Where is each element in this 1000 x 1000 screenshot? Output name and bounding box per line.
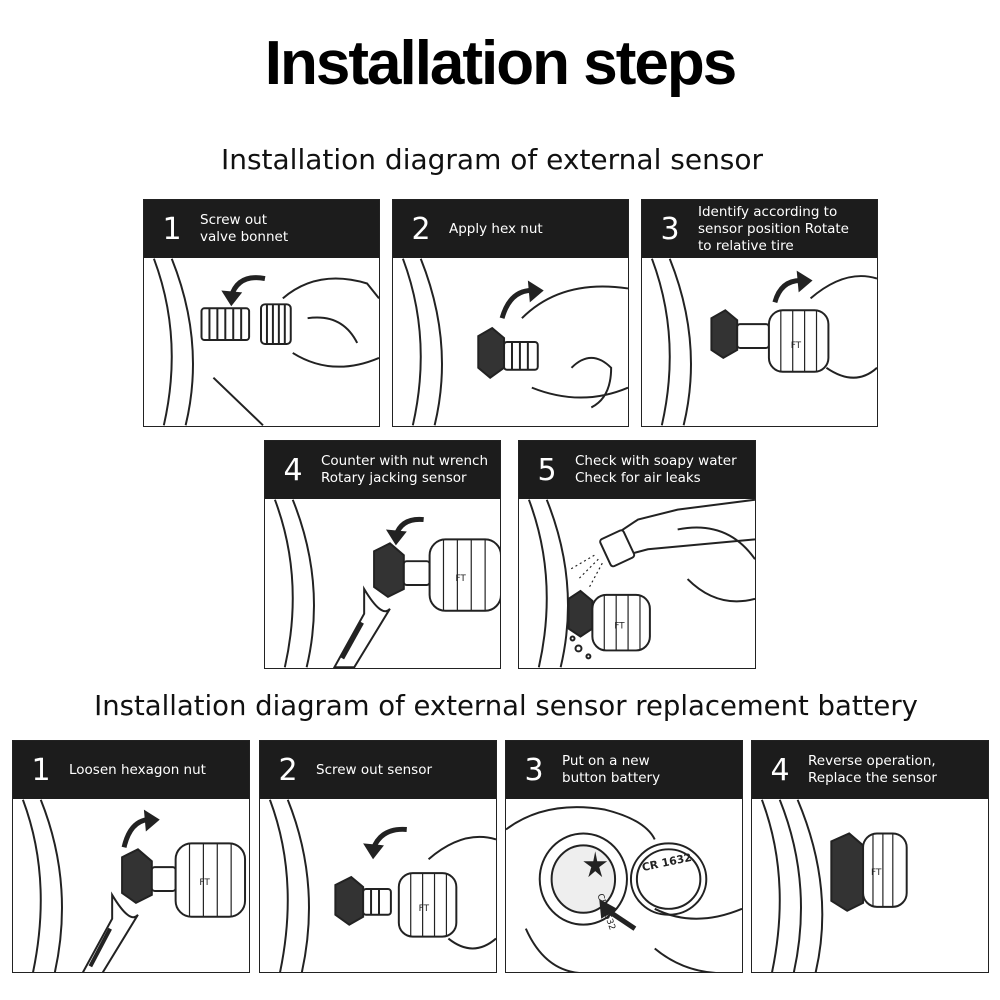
step-header: 4 Counter with nut wrench Rotary jacking…	[265, 441, 500, 499]
illustration-soapy-water-check: FT	[519, 499, 755, 668]
illustration-unscrew-valve-cap	[144, 258, 379, 426]
step-panel-install-3: 3 Identify according to sensor position …	[641, 199, 878, 427]
step-instruction: Screw out valve bonnet	[200, 212, 289, 245]
step-panel-battery-2: 2 Screw out sensor FT	[259, 740, 497, 973]
step-header: 3 Identify according to sensor position …	[642, 200, 877, 258]
sensor-label: FT	[419, 904, 430, 914]
step-number: 2	[411, 211, 431, 247]
step-number: 1	[162, 211, 182, 247]
step-number: 2	[278, 752, 298, 788]
step-header: 2 Screw out sensor	[260, 741, 496, 799]
step-panel-battery-4: 4 Reverse operation, Replace the sensor …	[751, 740, 989, 973]
illustration-wrench-tighten: FT	[265, 499, 500, 668]
spray-icon	[570, 554, 603, 590]
step-panel-install-2: 2 Apply hex nut	[392, 199, 629, 427]
page-title: Installation steps	[264, 29, 737, 98]
step-number: 3	[524, 752, 544, 788]
step-instruction: Screw out sensor	[316, 761, 433, 778]
step-number: 4	[283, 452, 303, 488]
step-header: 1 Loosen hexagon nut	[13, 741, 249, 799]
step-instruction: Loosen hexagon nut	[69, 761, 206, 778]
step-instruction: Put on a new button battery	[562, 753, 661, 786]
step-number: 1	[31, 752, 51, 788]
step-instruction: Reverse operation, Replace the sensor	[808, 753, 937, 786]
step-header: 3 Put on a new button battery	[506, 741, 742, 799]
illustration-remove-sensor: FT	[260, 799, 496, 972]
rotation-arrow-icon	[772, 278, 801, 304]
sensor-label: FT	[871, 868, 882, 878]
illustration-reinstall-sensor: FT	[752, 799, 988, 972]
illustration-attach-sensor: FT	[642, 258, 877, 426]
step-panel-battery-1: 1 Loosen hexagon nut FT	[12, 740, 250, 973]
section-title-replacement-battery: Installation diagram of external sensor …	[94, 690, 918, 722]
step-panel-battery-3: 3 Put on a new button battery CR 1632 CR…	[505, 740, 743, 973]
step-panel-install-1: 1 Screw out valve bonnet	[143, 199, 380, 427]
illustration-loosen-hex-nut: FT	[13, 799, 249, 972]
step-header: 1 Screw out valve bonnet	[144, 200, 379, 258]
illustration-insert-battery: CR 1632 CR 1632	[506, 799, 742, 972]
step-header: 5 Check with soapy water Check for air l…	[519, 441, 755, 499]
sensor-label: FT	[614, 622, 625, 632]
step-number: 4	[770, 752, 790, 788]
step-number: 5	[537, 452, 557, 488]
step-instruction: Check with soapy water Check for air lea…	[575, 453, 737, 486]
section-title-external-sensor: Installation diagram of external sensor	[220, 143, 764, 176]
sensor-label: FT	[791, 341, 802, 351]
step-number: 3	[660, 211, 680, 247]
step-instruction: Apply hex nut	[449, 220, 543, 237]
step-panel-install-4: 4 Counter with nut wrench Rotary jacking…	[264, 440, 501, 669]
rotation-arrow-icon	[499, 287, 532, 319]
step-instruction: Counter with nut wrench Rotary jacking s…	[321, 453, 489, 486]
sensor-label: FT	[455, 574, 466, 584]
step-header: 4 Reverse operation, Replace the sensor	[752, 741, 988, 799]
step-header: 2 Apply hex nut	[393, 200, 628, 258]
illustration-apply-hex-nut	[393, 258, 628, 426]
sensor-label: FT	[199, 878, 210, 888]
step-instruction: Identify according to sensor position Ro…	[698, 203, 849, 254]
step-panel-install-5: 5 Check with soapy water Check for air l…	[518, 440, 756, 669]
rotation-arrow-icon	[121, 817, 149, 848]
